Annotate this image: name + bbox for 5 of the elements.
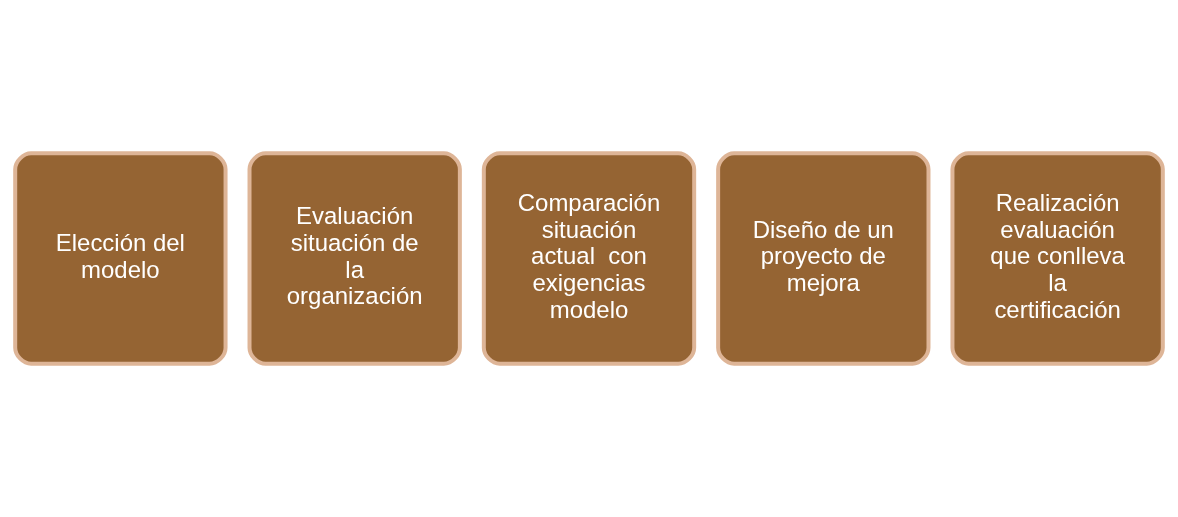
node-box: Realización evaluación que conlleva la certificación: [950, 151, 1165, 366]
node-box: Evaluación situación de la organización: [247, 151, 462, 366]
node-box: Diseño de un proyecto de mejora: [716, 151, 931, 366]
node-box: Elección del modelo: [13, 151, 228, 366]
node-box: Comparación situación actual con exigencias modelo: [481, 151, 697, 366]
